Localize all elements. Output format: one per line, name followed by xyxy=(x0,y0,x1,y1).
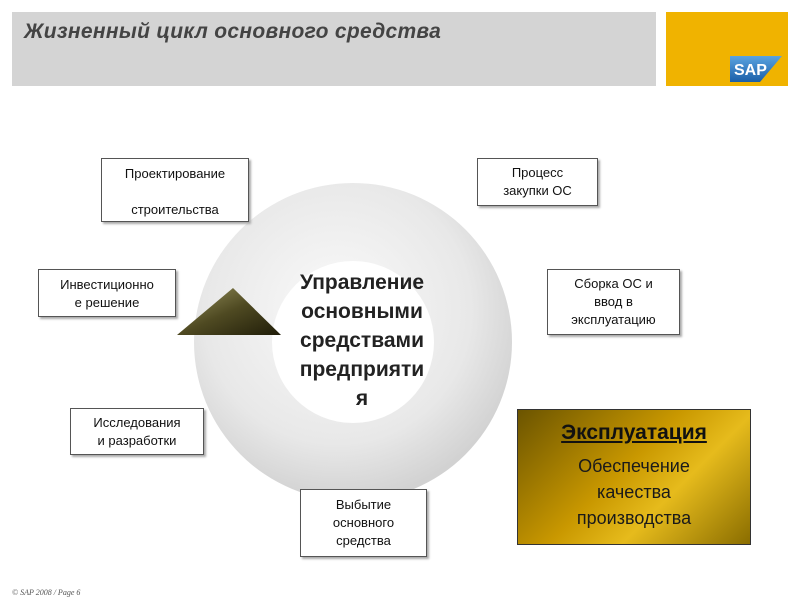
title-bar: Жизненный цикл основного средства xyxy=(12,12,656,86)
cycle-arrow xyxy=(177,288,281,335)
stage-investment: Инвестиционно е решение xyxy=(38,269,176,317)
logo-panel: SAP xyxy=(666,12,788,86)
sap-logo: SAP xyxy=(730,56,782,82)
sap-logo-text: SAP xyxy=(734,62,767,79)
operation-description: Обеспечение качества производства xyxy=(576,456,692,528)
operation-title: Эксплуатация xyxy=(561,421,707,444)
cycle-ring xyxy=(194,182,512,502)
operation-box: Эксплуатация Обеспечение качества произв… xyxy=(517,409,751,545)
center-label: Управление основными средствами предприя… xyxy=(299,271,425,410)
stage-disposal: Выбытие основного средства xyxy=(300,489,427,557)
slide-footer: © SAP 2008 / Page 6 xyxy=(12,588,81,597)
stage-assembly: Сборка ОС и ввод в эксплуатацию xyxy=(547,269,680,335)
stage-research: Исследования и разработки xyxy=(70,408,204,455)
stage-procurement: Процесс закупки ОС xyxy=(477,158,598,206)
slide-title: Жизненный цикл основного средства xyxy=(24,20,442,43)
stage-design: Проектирование строительства xyxy=(101,158,249,222)
